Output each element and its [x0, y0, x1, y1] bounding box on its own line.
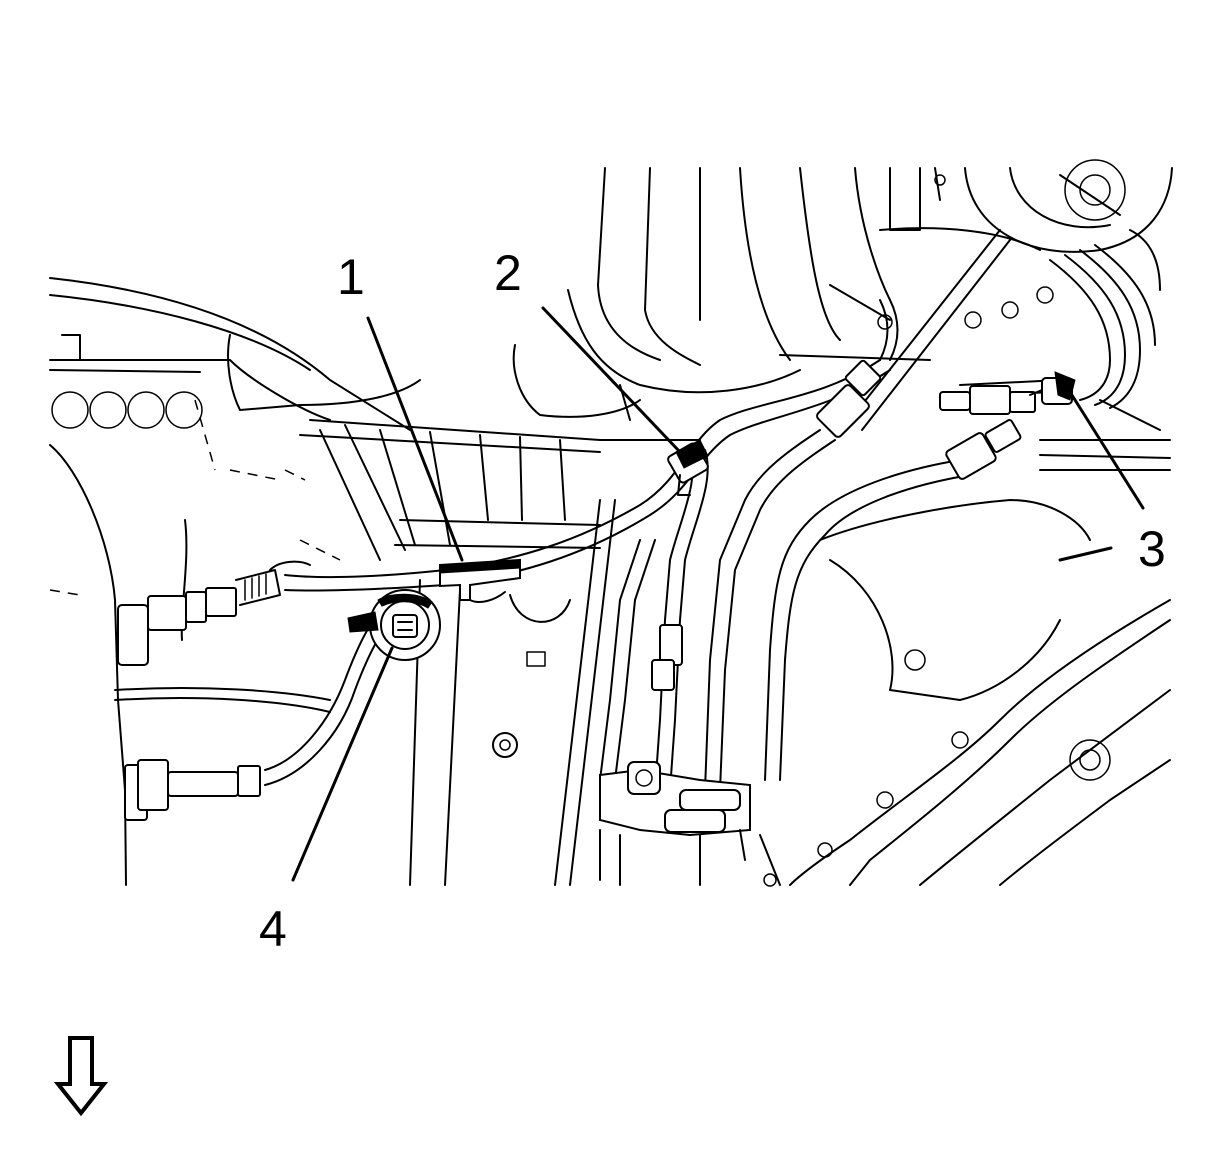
brake-line-clip-1 [439, 558, 521, 603]
electrical-connector-4 [347, 589, 441, 661]
fittings [117, 359, 1036, 886]
underbody-structure [49, 159, 1173, 887]
brake-line-clip-2 [667, 439, 709, 496]
callout-1: 1 [337, 249, 365, 305]
brake-lines [264, 229, 1156, 791]
leader-lines [291, 306, 1145, 882]
brake-line-clip-3 [1029, 371, 1076, 405]
callout-3: 3 [1138, 521, 1166, 577]
arrow-down-outline-icon [53, 1036, 109, 1117]
callout-2: 2 [494, 245, 522, 301]
callout-4: 4 [259, 901, 287, 957]
